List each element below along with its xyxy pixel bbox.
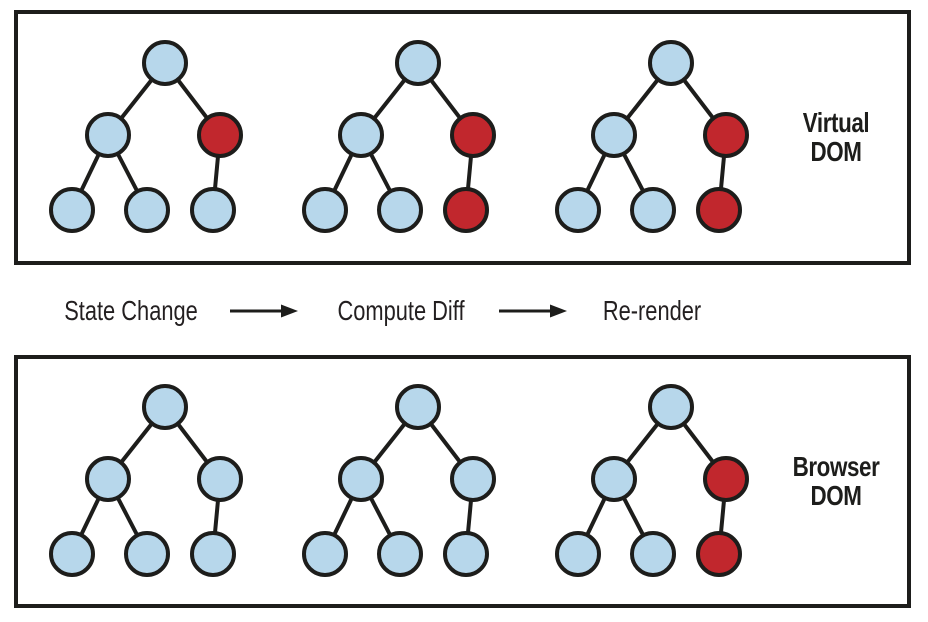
dom-tree xyxy=(302,40,496,233)
browser-dom-label: Browser DOM xyxy=(771,450,901,512)
flow-step-compute-diff-label: Compute Diff xyxy=(337,295,465,326)
virtual-dom-label: Virtual DOM xyxy=(771,106,901,168)
tree-node xyxy=(85,112,131,158)
tree-node xyxy=(197,456,243,502)
tree-node xyxy=(395,384,441,430)
tree-node xyxy=(338,456,384,502)
dom-tree xyxy=(555,384,749,577)
browser-dom-box: Browser DOM xyxy=(14,355,911,608)
tree-node xyxy=(555,531,601,577)
tree-node xyxy=(190,531,236,577)
tree-node xyxy=(591,456,637,502)
tree-node xyxy=(648,40,694,86)
changed-tree-node xyxy=(703,112,749,158)
dom-tree xyxy=(49,384,243,577)
tree-node xyxy=(630,531,676,577)
tree-node xyxy=(142,384,188,430)
tree-node xyxy=(124,187,170,233)
tree-node xyxy=(591,112,637,158)
tree-node xyxy=(630,187,676,233)
arrow-right-icon xyxy=(229,303,299,319)
tree-node xyxy=(302,187,348,233)
tree-node xyxy=(49,531,95,577)
dom-tree xyxy=(555,40,749,233)
changed-tree-node xyxy=(696,187,742,233)
tree-node xyxy=(555,187,601,233)
dom-tree xyxy=(302,384,496,577)
tree-node xyxy=(443,531,489,577)
tree-node xyxy=(124,531,170,577)
arrow-right-icon xyxy=(498,303,568,319)
changed-tree-node xyxy=(443,187,489,233)
flow-step-re-render-label: Re-render xyxy=(602,295,702,326)
flow-step-re-render: Re-render xyxy=(589,297,715,325)
changed-tree-node xyxy=(197,112,243,158)
browser-dom-label-line1: Browser xyxy=(792,450,880,482)
browser-dom-label-line2: DOM xyxy=(810,480,862,512)
process-flow: State Change Compute Diff Re-render xyxy=(0,283,928,339)
virtual-dom-trees xyxy=(49,40,749,233)
dom-tree xyxy=(49,40,243,233)
virtual-dom-label-line2: DOM xyxy=(810,136,862,168)
flow-step-compute-diff: Compute Diff xyxy=(320,297,483,325)
tree-node xyxy=(338,112,384,158)
flow-step-state-change: State Change xyxy=(45,297,216,325)
changed-tree-node xyxy=(450,112,496,158)
virtual-dom-box: Virtual DOM xyxy=(14,10,911,265)
tree-node xyxy=(302,531,348,577)
changed-tree-node xyxy=(703,456,749,502)
virtual-dom-label-line1: Virtual xyxy=(802,106,870,138)
tree-node xyxy=(377,531,423,577)
tree-node xyxy=(142,40,188,86)
changed-tree-node xyxy=(696,531,742,577)
tree-node xyxy=(648,384,694,430)
tree-node xyxy=(190,187,236,233)
flow-step-state-change-label: State Change xyxy=(64,295,198,326)
tree-node xyxy=(395,40,441,86)
tree-node xyxy=(450,456,496,502)
browser-dom-trees xyxy=(49,384,749,577)
tree-node xyxy=(49,187,95,233)
tree-node xyxy=(377,187,423,233)
tree-node xyxy=(85,456,131,502)
